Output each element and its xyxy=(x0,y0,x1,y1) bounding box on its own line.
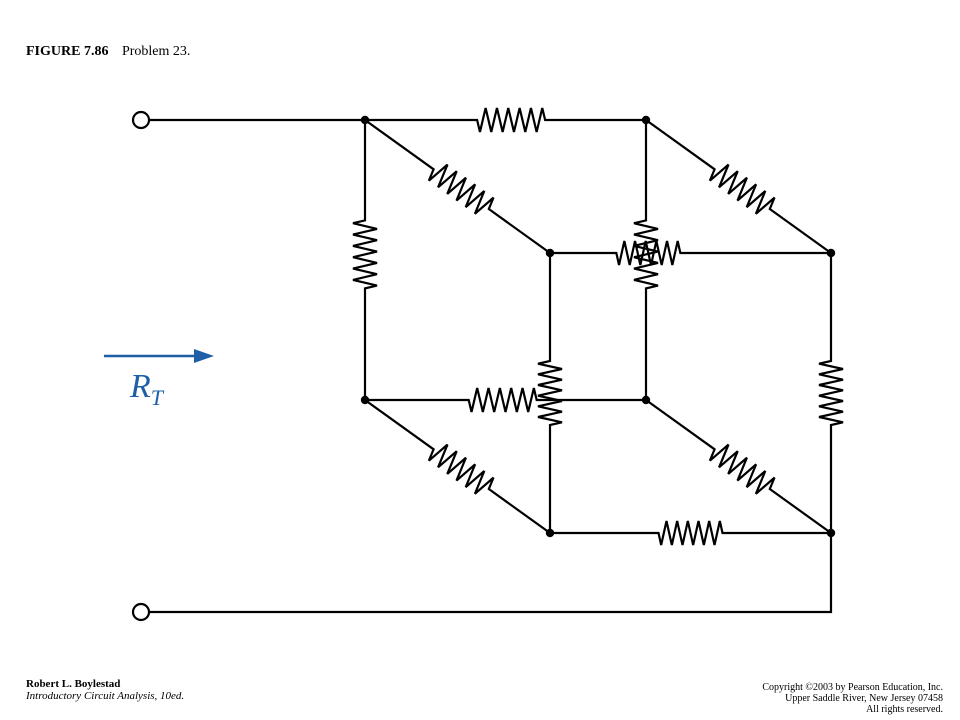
footer-copyright: Copyright ©2003 by Pearson Education, In… xyxy=(762,682,943,715)
input-wire-bottom xyxy=(149,533,833,614)
rt-subscript: T xyxy=(151,385,165,410)
rt-symbol: R xyxy=(129,368,151,405)
resistor-eg xyxy=(364,399,551,534)
junction-dot-h xyxy=(826,528,836,538)
resistor-bf xyxy=(633,120,659,400)
junction-dot-f xyxy=(641,395,651,405)
figure-label: FIGURE 7.86 xyxy=(26,44,109,59)
resistor-dh xyxy=(818,253,844,533)
junction-dot-a xyxy=(360,115,370,125)
junction-dot-d xyxy=(826,248,836,258)
rt-indicator: RT xyxy=(104,349,214,410)
junction-dot-g xyxy=(545,528,555,538)
junction-dot-e xyxy=(360,395,370,405)
resistor-ab xyxy=(365,107,646,133)
resistor-ef xyxy=(365,387,646,413)
terminal-bottom xyxy=(131,602,151,622)
figure-title: FIGURE 7.86 Problem 23. xyxy=(26,44,190,60)
figure-caption: Problem 23. xyxy=(121,44,191,59)
resistor-cd xyxy=(550,240,831,266)
rt-label: RT xyxy=(129,368,165,410)
terminals xyxy=(131,110,151,622)
junction-dot-b xyxy=(641,115,651,125)
footer-left: Robert L. Boylestad Introductory Circuit… xyxy=(26,678,184,702)
rt-arrow-head xyxy=(194,349,214,363)
wires xyxy=(149,107,844,614)
junction-dots xyxy=(360,115,836,538)
terminal-top xyxy=(131,110,151,130)
resistor-bd xyxy=(645,119,832,254)
junction-dot-c xyxy=(545,248,555,258)
copyright-line-1: Copyright ©2003 by Pearson Education, In… xyxy=(762,682,943,693)
resistor-ac xyxy=(364,119,551,254)
copyright-line-3: All rights reserved. xyxy=(866,704,943,715)
resistor-ae xyxy=(352,120,378,400)
footer-book: Introductory Circuit Analysis, 10ed. xyxy=(26,690,185,702)
copyright-line-2: Upper Saddle River, New Jersey 07458 xyxy=(785,693,943,704)
resistor-cg xyxy=(537,253,563,533)
resistor-fh xyxy=(645,399,832,534)
resistor-gh xyxy=(550,520,831,546)
footer-author: Robert L. Boylestad xyxy=(26,678,121,690)
